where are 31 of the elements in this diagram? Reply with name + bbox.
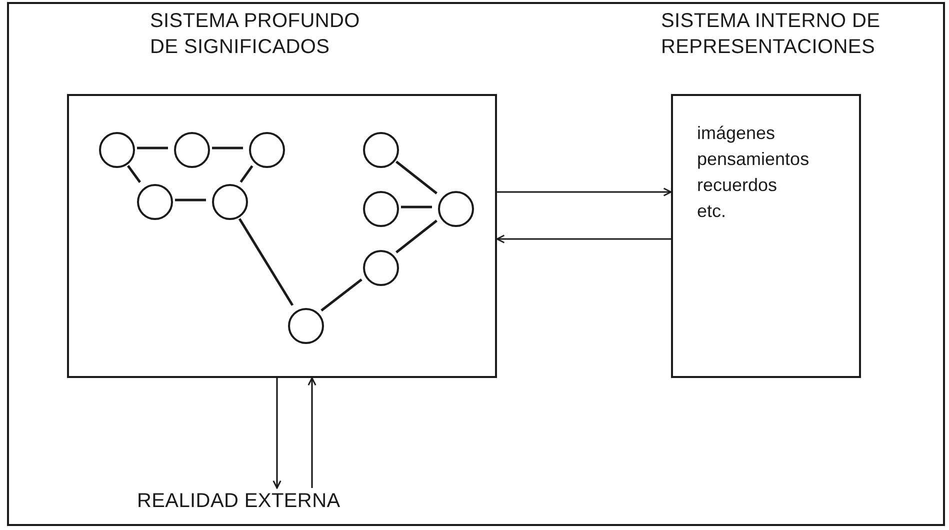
connector-line [240,165,254,183]
connector-line [212,146,243,150]
arrow [308,377,316,488]
connector-line [238,218,294,306]
panel-heading: SISTEMA INTERNO DE REPRESENTACIONES [661,9,882,60]
arrow [496,234,671,244]
panel-heading: SISTEMA PROFUNDO DE SIGNIFICADOS [150,9,361,60]
external-label: REALIDAD EXTERNA [137,488,348,514]
concept-circle [438,191,474,227]
concept-circle [249,132,285,168]
concept-circle [99,132,135,168]
concept-circle [212,184,248,220]
concept-circle [363,191,399,227]
arrow [272,378,282,489]
list-item: pensamientos [697,148,810,171]
connector-line [126,165,142,183]
concept-circle [363,132,399,168]
connector-line [320,278,362,312]
connector-line [396,220,438,254]
connector-line [396,160,438,194]
concept-circle [288,308,324,344]
concept-circle [174,132,210,168]
list-item: etc. [697,200,726,223]
concept-circle [137,184,173,220]
concept-circle [363,250,399,286]
connector-line [137,146,168,150]
connector-line [401,206,432,208]
list-item: imágenes [697,122,776,145]
arrow [497,188,672,196]
connector-line [175,198,206,202]
list-item: recuerdos [697,174,778,197]
